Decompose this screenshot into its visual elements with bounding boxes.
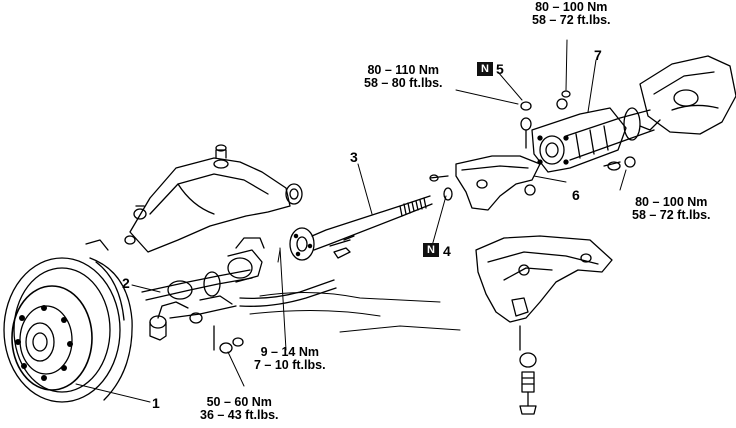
torque-nm: 80 – 110 Nm [367,63,440,77]
torque-spec-bottom-left: 50 – 60 Nm 36 – 43 ft.lbs. [200,395,279,423]
torque-nm: 80 – 100 Nm [635,195,708,209]
callout-5: 5 [496,61,504,77]
torque-spec-right: 80 – 100 Nm 58 – 72 ft.lbs. [632,195,711,223]
torque-nm: 80 – 100 Nm [535,0,608,14]
torque-nm: 9 – 14 Nm [260,345,319,359]
torque-ftlbs: 58 – 72 ft.lbs. [532,13,611,28]
torque-ftlbs: 36 – 43 ft.lbs. [200,408,279,423]
new-part-badge-5: N [477,62,493,76]
callout-2: 2 [122,275,130,291]
lower-mount-bracket [475,235,613,415]
torque-spec-top-right: 80 – 100 Nm 58 – 72 ft.lbs. [532,0,611,28]
drive-axle [289,174,453,261]
leader-lines [75,39,627,403]
shaft-housing [531,90,655,173]
torque-spec-top-left: 80 – 110 Nm 58 – 80 ft.lbs. [364,63,443,91]
torque-spec-mid-bottom: 9 – 14 Nm 7 – 10 ft.lbs. [254,345,326,373]
upper-control-arm [124,144,303,253]
chassis-lines [249,291,461,333]
torque-ftlbs: 58 – 72 ft.lbs. [632,208,711,223]
torque-ftlbs: 7 – 10 ft.lbs. [254,358,326,373]
callout-4: 4 [443,243,451,259]
new-part-badge-4: N [423,243,439,257]
torque-ftlbs: 58 – 80 ft.lbs. [364,76,443,91]
callout-6: 6 [572,187,580,203]
mounting-bracket [455,101,541,211]
torque-nm: 50 – 60 Nm [206,395,272,409]
callout-7: 7 [594,47,602,63]
differential-case [639,55,736,135]
callout-3: 3 [350,149,358,165]
brake-disc-hub [3,239,133,403]
knuckle-tie-rod [141,237,337,354]
callout-1: 1 [152,395,160,411]
